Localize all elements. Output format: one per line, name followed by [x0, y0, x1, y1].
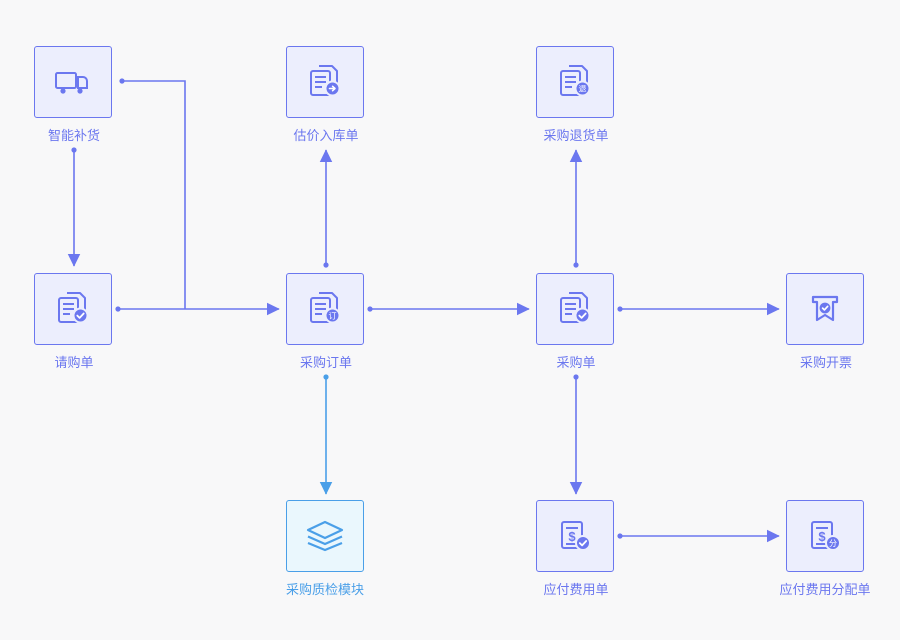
node-smart-replenishment-box[interactable]: [34, 46, 112, 118]
conn-bill-to-payable: [569, 374, 583, 495]
conn-replenishment-to-requisition: [67, 147, 81, 267]
conn-requisition-to-order: [115, 302, 280, 316]
document-check-icon: [58, 292, 89, 324]
currency-glyph: $: [818, 529, 826, 544]
node-payable-allocation[interactable]: $ 分 应付费用分配单: [779, 500, 871, 598]
node-purchase-invoice-box[interactable]: [786, 273, 864, 345]
badge-text: 退: [579, 85, 587, 94]
ribbon-check-icon: [811, 295, 839, 322]
conn-payable-to-allocation: [617, 529, 780, 543]
node-purchase-return-box[interactable]: 退: [536, 46, 614, 118]
currency-glyph: $: [568, 529, 576, 544]
node-payable-allocation-box[interactable]: $ 分: [786, 500, 864, 572]
document-order-icon: 订: [310, 292, 341, 324]
node-purchase-bill-box[interactable]: [536, 273, 614, 345]
node-payable-expense[interactable]: $ 应付费用单: [536, 500, 616, 598]
node-requisition[interactable]: 请购单: [34, 273, 114, 371]
node-purchase-bill[interactable]: 采购单: [536, 273, 616, 371]
node-quality-module-box[interactable]: [286, 500, 364, 572]
node-label: 采购退货单: [543, 128, 609, 143]
node-label: 智能补货: [47, 128, 100, 143]
node-payable-expense-box[interactable]: $: [536, 500, 614, 572]
node-smart-replenishment[interactable]: 智能补货: [34, 46, 114, 144]
node-label: 应付费用单: [543, 582, 609, 597]
node-purchase-return[interactable]: 退 采购退货单: [536, 46, 616, 144]
node-estimate-inbound[interactable]: 估价入库单: [286, 46, 366, 144]
conn-bill-to-return: [569, 149, 583, 268]
document-check-icon: [560, 292, 591, 324]
conn-bill-to-invoice: [617, 302, 780, 316]
node-purchase-order-box[interactable]: 订: [286, 273, 364, 345]
node-label: 采购订单: [299, 355, 352, 370]
document-return-icon: 退: [560, 65, 591, 97]
node-estimate-inbound-box[interactable]: [286, 46, 364, 118]
conn-order-to-quality: [319, 374, 333, 495]
node-purchase-order[interactable]: 订 采购订单: [286, 273, 366, 371]
node-label: 采购质检模块: [285, 582, 364, 597]
invoice-split-icon: $ 分: [811, 521, 841, 551]
conn-order-to-estimate: [319, 149, 333, 268]
conn-replenishment-to-order: [119, 78, 186, 309]
badge-text: 分: [829, 539, 837, 548]
invoice-check-icon: $: [561, 521, 591, 551]
layers-icon: [306, 520, 344, 552]
node-label: 采购开票: [799, 355, 852, 370]
badge-text: 订: [329, 311, 337, 321]
node-requisition-box[interactable]: [34, 273, 112, 345]
node-quality-module[interactable]: 采购质检模块: [286, 500, 366, 598]
document-arrow-icon: [310, 65, 341, 97]
node-label: 请购单: [54, 355, 94, 370]
conn-order-to-bill: [367, 302, 530, 316]
truck-icon: [55, 72, 88, 94]
node-label: 应付费用分配单: [779, 582, 871, 597]
node-label: 估价入库单: [293, 128, 359, 143]
node-label: 采购单: [556, 355, 596, 370]
node-purchase-invoice[interactable]: 采购开票: [786, 273, 866, 371]
